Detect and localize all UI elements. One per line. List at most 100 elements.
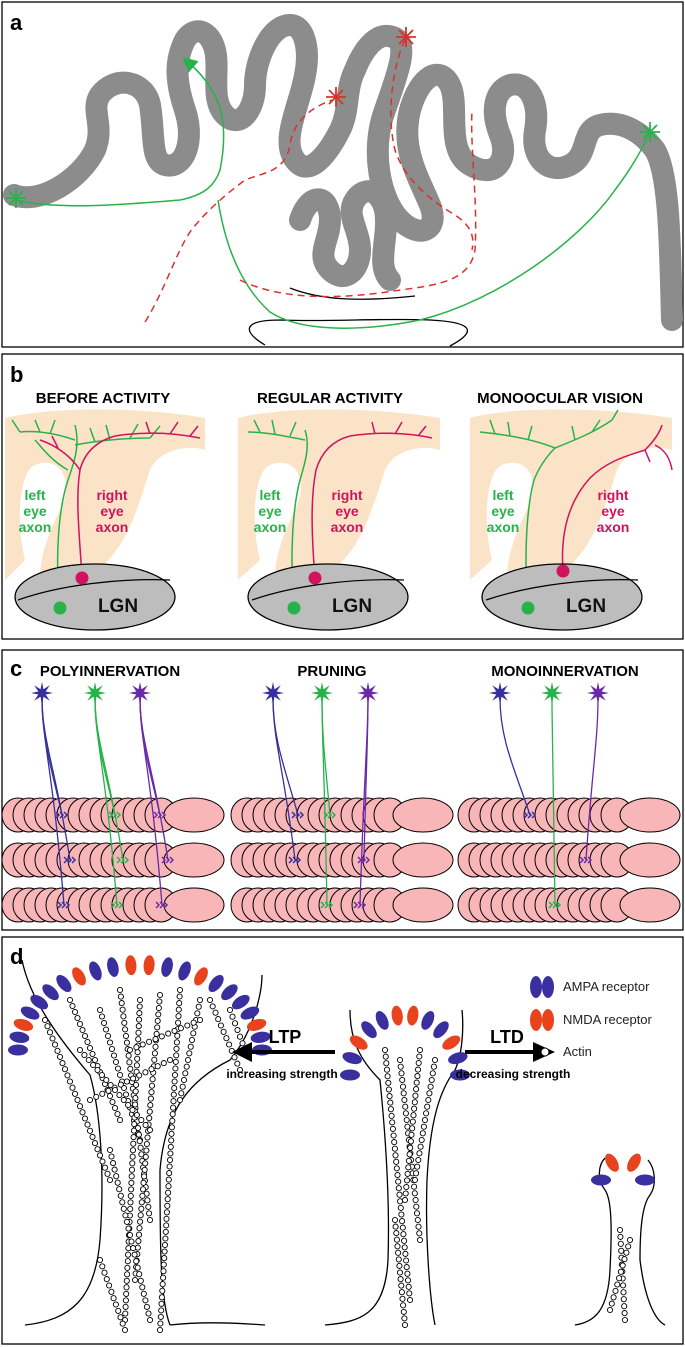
motor-neuron-2-0 [489, 682, 537, 819]
magenta-arbor-3 [561, 424, 673, 572]
legend-ampa-swatch [530, 976, 542, 998]
b-left-axon-2c: axon [254, 519, 287, 535]
lgn-2 [247, 563, 409, 631]
b-title-1: BEFORE ACTIVITY [36, 390, 170, 407]
red-dashed-axons [144, 39, 477, 323]
medium-spine-actin [381, 1046, 439, 1329]
b-left-axon-3b: eye [491, 503, 515, 519]
b-title-2: REGULAR ACTIVITY [257, 390, 403, 407]
b-sub-1: BEFORE ACTIVITY left eye axon right eye … [5, 390, 205, 631]
b-right-axon-2b: eye [335, 503, 359, 519]
panel-c-label: c [10, 656, 22, 681]
panel-d-label: d [10, 944, 23, 969]
c-title-2: PRUNING [297, 663, 366, 680]
panel-a-frame [1, 1, 684, 348]
muscle-fiber-1-1 [230, 842, 454, 878]
lgn-label-1: LGN [98, 596, 138, 617]
muscle-fiber-1-2 [230, 887, 454, 923]
motor-neurons [31, 682, 609, 909]
right-soma-3 [556, 564, 570, 578]
cortex-band [3, 14, 683, 331]
c-title-3: MONOINNERVATION [491, 663, 639, 680]
motor-neuron-2-1 [541, 682, 563, 909]
legend-nmda-swatch-b [542, 1009, 554, 1031]
cortex-bg-1 [5, 409, 205, 591]
left-soma-1 [53, 601, 67, 615]
b-right-axon-1c: axon [96, 519, 129, 535]
legend-nmda-label: NMDA receptor [563, 1012, 653, 1027]
motor-neuron-1-1 [311, 682, 337, 909]
b-left-axon-2a: left [260, 487, 281, 503]
lgn-1 [14, 563, 176, 631]
red-star-2 [396, 27, 416, 47]
panel-c-frame [1, 649, 684, 931]
cortex-bg-2 [238, 409, 440, 591]
ltp-arrow: LTP increasing strength [226, 1027, 337, 1081]
midline-contour-1 [289, 287, 416, 300]
right-soma-1 [75, 571, 89, 585]
magenta-arbor-1 [39, 421, 201, 579]
motor-neuron-0-1 [84, 682, 130, 909]
magenta-arbor-2 [311, 421, 433, 579]
b-right-axon-3a: right [597, 487, 628, 503]
panel-b: b BEFORE ACTIVITY left eye axon right ey… [1, 353, 684, 640]
muscle-fiber-1-0 [230, 797, 454, 833]
muscle-fiber-2-0 [457, 797, 681, 833]
panel-b-label: b [10, 362, 23, 387]
motor-neuron-1-0 [262, 682, 305, 864]
legend: AMPA receptor NMDA receptor Actin [530, 976, 653, 1059]
midline-contour-2 [248, 318, 469, 347]
b-right-axon-2a: right [331, 487, 362, 503]
green-star-left [6, 188, 26, 208]
lgn-divider-1 [17, 579, 171, 601]
muscle-fiber-0-2 [1, 887, 225, 923]
motor-neuron-2-2 [579, 682, 609, 864]
motor-neuron-0-2 [129, 682, 175, 909]
panel-d-frame [1, 936, 684, 1345]
b-left-axon-3c: axon [487, 519, 520, 535]
lgn-divider-2 [251, 579, 405, 601]
b-left-axon-1a: left [25, 487, 46, 503]
b-sub-3: MONOOCULAR VISION left eye axon right ey… [470, 390, 673, 631]
lgn-label-3: LGN [566, 596, 606, 617]
motor-neuron-1-2 [353, 682, 379, 909]
b-sub-2: REGULAR ACTIVITY left eye axon right eye… [238, 390, 440, 631]
panel-a-label: a [10, 10, 23, 35]
b-left-axon-3a: left [493, 487, 514, 503]
b-left-axon-1c: axon [19, 519, 52, 535]
large-spine-actin [41, 986, 249, 1334]
muscle-fiber-2-1 [457, 842, 681, 878]
panel-b-frame [1, 353, 684, 640]
ltd-title: LTD [490, 1027, 524, 1047]
b-right-axon-1b: eye [100, 503, 124, 519]
ltp-subtitle: increasing strength [226, 1067, 337, 1081]
muscle-fibers [1, 797, 681, 923]
b-right-axon-1a: right [96, 487, 127, 503]
b-right-axon-3b: eye [601, 503, 625, 519]
b-title-3: MONOOCULAR VISION [477, 390, 643, 407]
green-axons [14, 57, 651, 329]
b-right-axon-2c: axon [331, 519, 364, 535]
right-soma-2 [308, 571, 322, 585]
b-left-axon-2b: eye [258, 503, 282, 519]
legend-ampa-label: AMPA receptor [563, 979, 650, 994]
actin-filaments [41, 986, 634, 1334]
cortex-bg-3 [470, 409, 672, 591]
b-left-axon-1b: eye [23, 503, 47, 519]
red-star-1 [326, 87, 346, 107]
panel-d: d LTP increasing strength LTD decreasing… [1, 936, 684, 1345]
muscle-fiber-2-2 [457, 887, 681, 923]
c-title-1: POLYINNERVATION [40, 663, 180, 680]
legend-ampa-swatch-b [542, 976, 554, 998]
lgn-label-2: LGN [332, 596, 372, 617]
legend-actin-swatch [540, 1047, 550, 1057]
spine-large-outline [21, 959, 266, 1326]
lgn-divider-3 [485, 579, 639, 601]
b-right-axon-3c: axon [597, 519, 630, 535]
left-soma-3 [521, 601, 535, 615]
motor-neuron-0-0 [31, 682, 77, 909]
small-spine-receptors [591, 1153, 655, 1186]
panel-a: a [1, 1, 684, 348]
left-soma-2 [287, 601, 301, 615]
legend-actin-label: Actin [563, 1044, 592, 1059]
